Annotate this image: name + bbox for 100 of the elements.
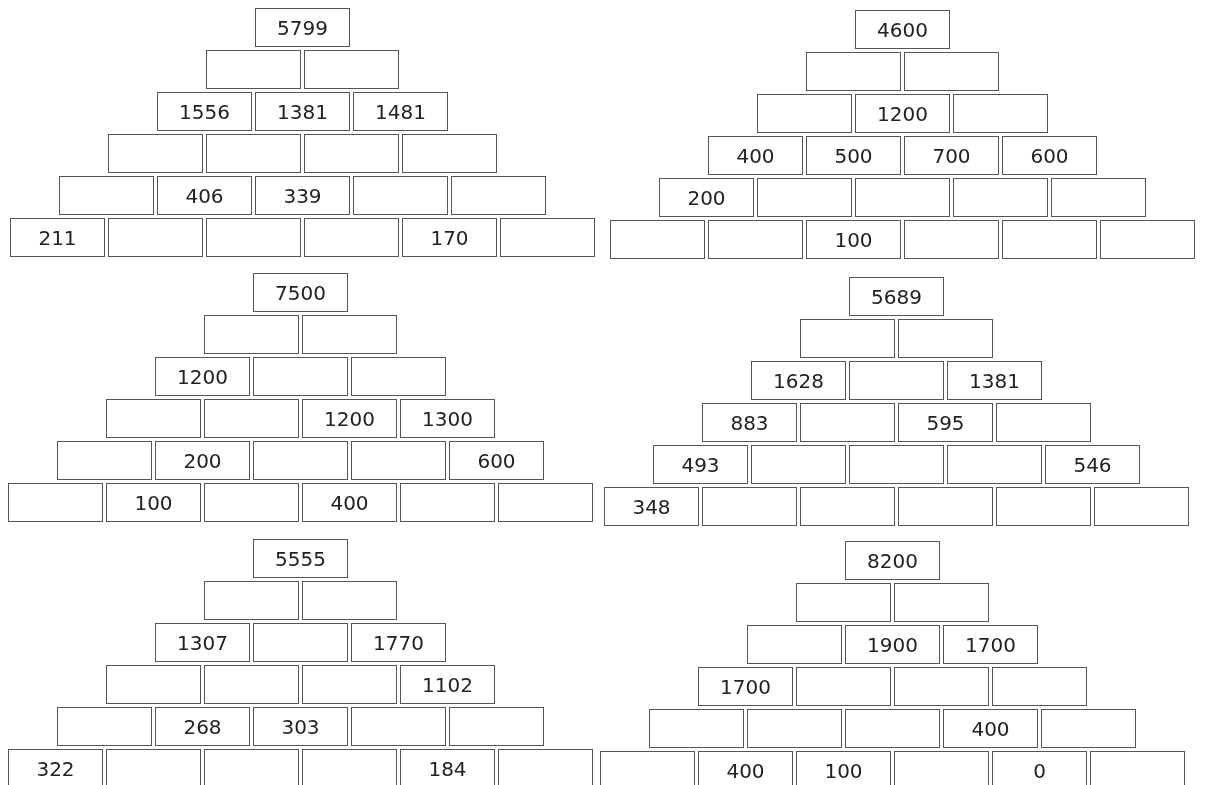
pyramid-brick xyxy=(498,483,593,522)
pyramid-brick xyxy=(57,707,152,746)
pyramid-brick xyxy=(57,441,152,480)
pyramid-brick xyxy=(253,357,348,396)
pyramid-brick: 1770 xyxy=(351,623,446,662)
pyramid-brick xyxy=(747,709,842,748)
pyramid-brick xyxy=(351,707,446,746)
pyramid-brick xyxy=(108,218,203,257)
pyramid-brick: 595 xyxy=(898,403,993,442)
pyramid-brick xyxy=(106,665,201,704)
pyramid-brick xyxy=(845,709,940,748)
pyramid-brick: 322 xyxy=(8,749,103,785)
pyramid-brick xyxy=(947,445,1042,484)
pyramid-brick xyxy=(894,583,989,622)
pyramid-brick: 200 xyxy=(155,441,250,480)
pyramid-brick: 5799 xyxy=(255,8,350,47)
pyramid-brick xyxy=(500,218,595,257)
pyramid-brick: 1628 xyxy=(751,361,846,400)
pyramid-brick xyxy=(204,315,299,354)
pyramid-brick: 400 xyxy=(302,483,397,522)
pyramid-brick: 1381 xyxy=(947,361,1042,400)
pyramid-brick xyxy=(451,176,546,215)
pyramid-brick: 1481 xyxy=(353,92,448,131)
pyramid-brick xyxy=(204,483,299,522)
pyramid-brick xyxy=(898,487,993,526)
pyramid-brick xyxy=(204,581,299,620)
pyramid-brick: 200 xyxy=(659,178,754,217)
pyramid-brick: 1381 xyxy=(255,92,350,131)
pyramid-brick xyxy=(757,94,852,133)
pyramid-brick xyxy=(302,581,397,620)
pyramid-brick xyxy=(610,220,705,259)
pyramid-brick: 0 xyxy=(992,751,1087,785)
pyramid-brick xyxy=(204,665,299,704)
pyramid-brick xyxy=(206,50,301,89)
pyramid-brick xyxy=(1051,178,1146,217)
pyramid-brick xyxy=(849,361,944,400)
pyramid-brick: 1102 xyxy=(400,665,495,704)
pyramid-brick xyxy=(302,315,397,354)
pyramid-brick xyxy=(702,487,797,526)
pyramid-brick xyxy=(1100,220,1195,259)
pyramid-brick xyxy=(996,403,1091,442)
pyramid-brick xyxy=(1002,220,1097,259)
pyramid-brick xyxy=(108,134,203,173)
pyramid-brick: 268 xyxy=(155,707,250,746)
pyramid-brick xyxy=(304,134,399,173)
pyramid-brick xyxy=(898,319,993,358)
pyramid-brick xyxy=(953,178,1048,217)
pyramid-brick xyxy=(747,625,842,664)
pyramid-brick xyxy=(449,707,544,746)
pyramid-brick xyxy=(800,319,895,358)
pyramid-brick xyxy=(904,52,999,91)
pyramid-brick: 546 xyxy=(1045,445,1140,484)
pyramid-brick xyxy=(708,220,803,259)
pyramid-brick: 5689 xyxy=(849,277,944,316)
pyramid-brick: 5555 xyxy=(253,539,348,578)
pyramid-brick xyxy=(304,218,399,257)
pyramid-brick: 100 xyxy=(796,751,891,785)
pyramid-brick: 1307 xyxy=(155,623,250,662)
pyramid-brick xyxy=(800,487,895,526)
pyramid-brick: 1200 xyxy=(855,94,950,133)
pyramid-brick xyxy=(351,441,446,480)
pyramid-brick: 600 xyxy=(1002,136,1097,175)
pyramid-brick: 100 xyxy=(806,220,901,259)
pyramid-brick xyxy=(204,399,299,438)
pyramid-brick: 303 xyxy=(253,707,348,746)
pyramid-brick xyxy=(106,749,201,785)
pyramid-brick xyxy=(992,667,1087,706)
pyramid-brick xyxy=(304,50,399,89)
pyramid-brick: 211 xyxy=(10,218,105,257)
pyramid-brick xyxy=(1041,709,1136,748)
pyramid-brick xyxy=(796,583,891,622)
pyramid-brick: 400 xyxy=(708,136,803,175)
pyramid-brick xyxy=(751,445,846,484)
pyramid-brick: 100 xyxy=(106,483,201,522)
pyramid-brick xyxy=(849,445,944,484)
pyramid-brick xyxy=(204,749,299,785)
pyramid-brick xyxy=(106,399,201,438)
pyramid-brick: 1900 xyxy=(845,625,940,664)
pyramid-brick xyxy=(1094,487,1189,526)
pyramid-brick: 1700 xyxy=(698,667,793,706)
pyramid-brick: 170 xyxy=(402,218,497,257)
pyramid-brick xyxy=(800,403,895,442)
pyramid-brick: 400 xyxy=(698,751,793,785)
pyramid-brick xyxy=(206,134,301,173)
pyramid-brick xyxy=(649,709,744,748)
pyramid-brick xyxy=(253,623,348,662)
pyramid-brick xyxy=(894,667,989,706)
pyramid-brick xyxy=(996,487,1091,526)
pyramid-brick: 339 xyxy=(255,176,350,215)
pyramid-brick: 7500 xyxy=(253,273,348,312)
pyramid-brick xyxy=(600,751,695,785)
pyramid-brick: 500 xyxy=(806,136,901,175)
pyramid-brick xyxy=(796,667,891,706)
pyramid-brick xyxy=(806,52,901,91)
pyramid-brick xyxy=(904,220,999,259)
pyramid-brick xyxy=(498,749,593,785)
pyramid-brick: 700 xyxy=(904,136,999,175)
pyramid-brick xyxy=(353,176,448,215)
pyramid-brick xyxy=(253,441,348,480)
pyramid-brick: 1200 xyxy=(302,399,397,438)
